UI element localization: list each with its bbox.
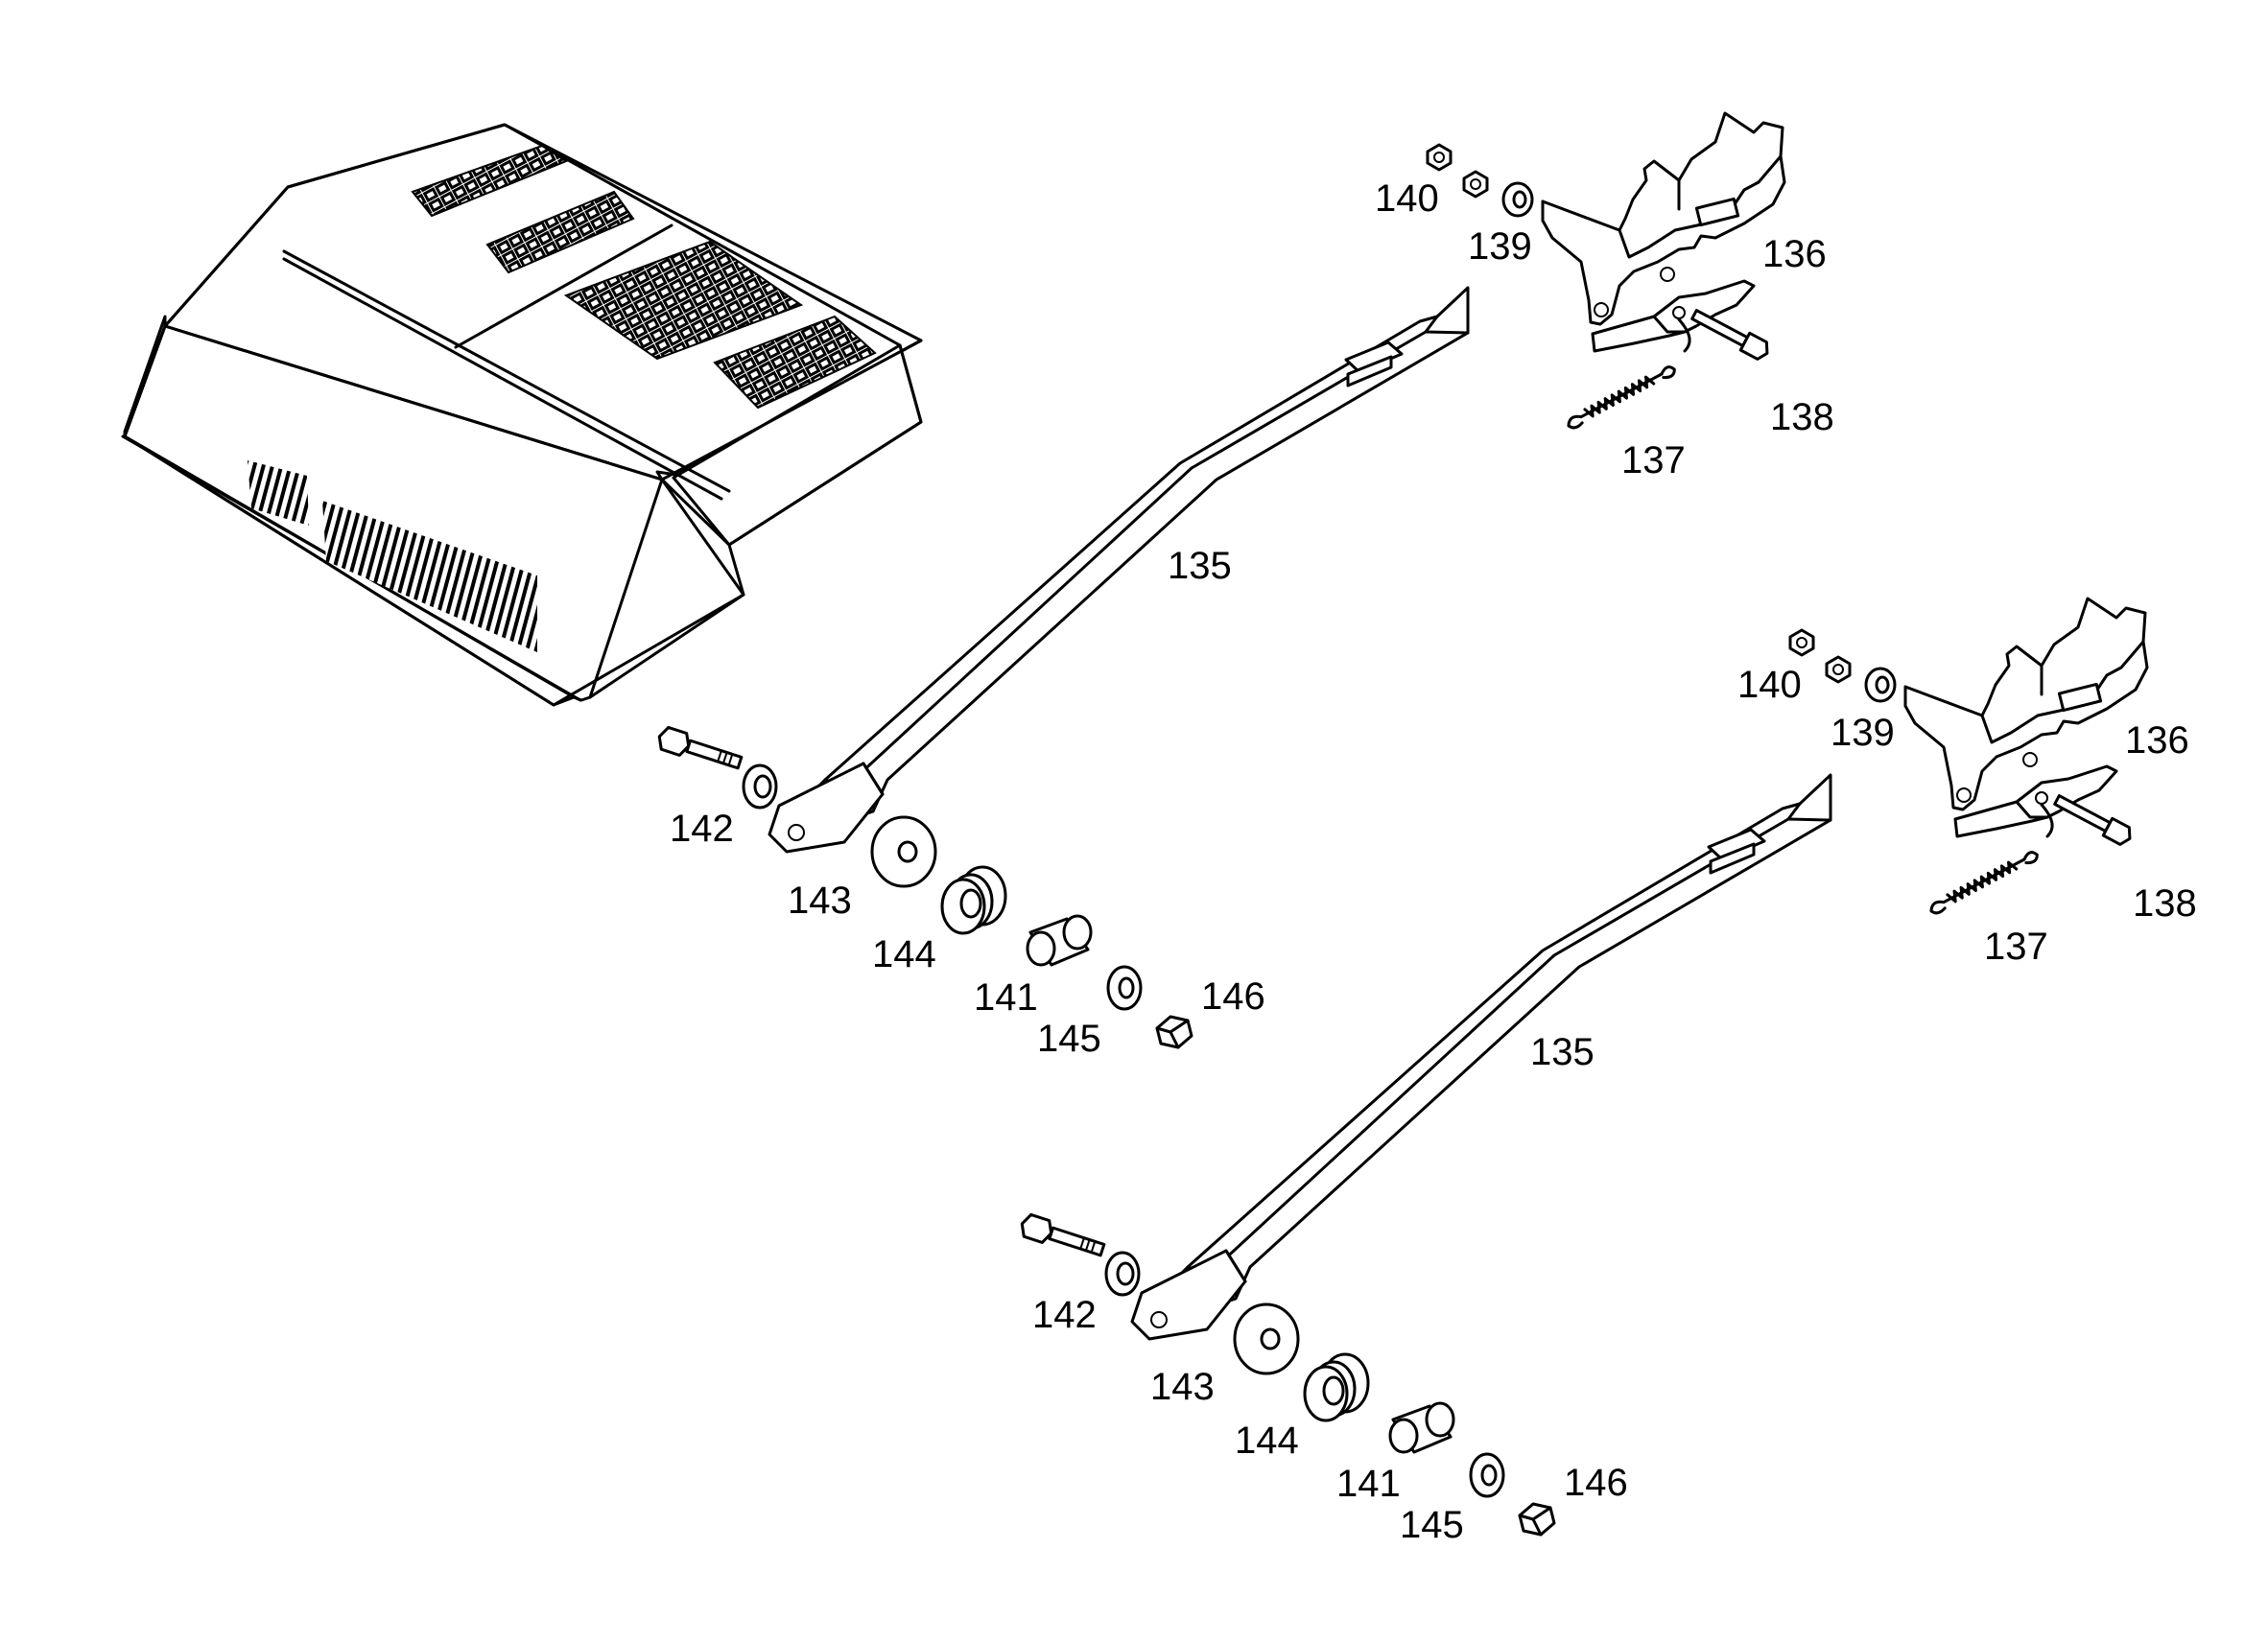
- callout-140: 140: [1737, 664, 1802, 706]
- callout-143: 143: [788, 880, 852, 922]
- callout-145: 145: [1400, 1504, 1464, 1546]
- cover-housing: [121, 123, 923, 707]
- callout-137: 137: [1984, 926, 2048, 968]
- callout-145: 145: [1037, 1018, 1101, 1060]
- callout-142: 142: [670, 808, 734, 850]
- mount-hardware-lower: [1017, 1211, 1556, 1537]
- callout-140: 140: [1375, 177, 1439, 220]
- callout-138: 138: [1770, 396, 1834, 438]
- callout-141: 141: [974, 976, 1038, 1019]
- callout-138: 138: [2133, 882, 2197, 925]
- callout-139: 139: [1468, 225, 1532, 268]
- mount-hardware-upper: [654, 724, 1193, 1049]
- callout-144: 144: [1235, 1420, 1299, 1462]
- callout-136: 136: [2125, 719, 2189, 762]
- callout-labels-lower: 135 136 137 138 139 140 141 142 143 144 …: [1032, 664, 2197, 1546]
- callout-139: 139: [1831, 712, 1895, 754]
- pedal-arm-lower: [1130, 773, 1832, 1341]
- callout-137: 137: [1621, 439, 1686, 481]
- callout-146: 146: [1564, 1462, 1628, 1504]
- callout-141: 141: [1336, 1463, 1401, 1505]
- bracket-assembly-lower: [1788, 597, 2149, 918]
- callout-142: 142: [1032, 1294, 1097, 1336]
- callout-labels-upper: 135 136 137 138 139 140 141 142 143 144 …: [670, 177, 1834, 1060]
- bracket-assembly-upper: [1426, 111, 1786, 433]
- callout-135: 135: [1168, 545, 1232, 587]
- callout-135: 135: [1530, 1031, 1595, 1073]
- callout-143: 143: [1150, 1366, 1215, 1408]
- callout-136: 136: [1762, 233, 1827, 275]
- callout-144: 144: [872, 933, 936, 975]
- callout-146: 146: [1201, 975, 1265, 1018]
